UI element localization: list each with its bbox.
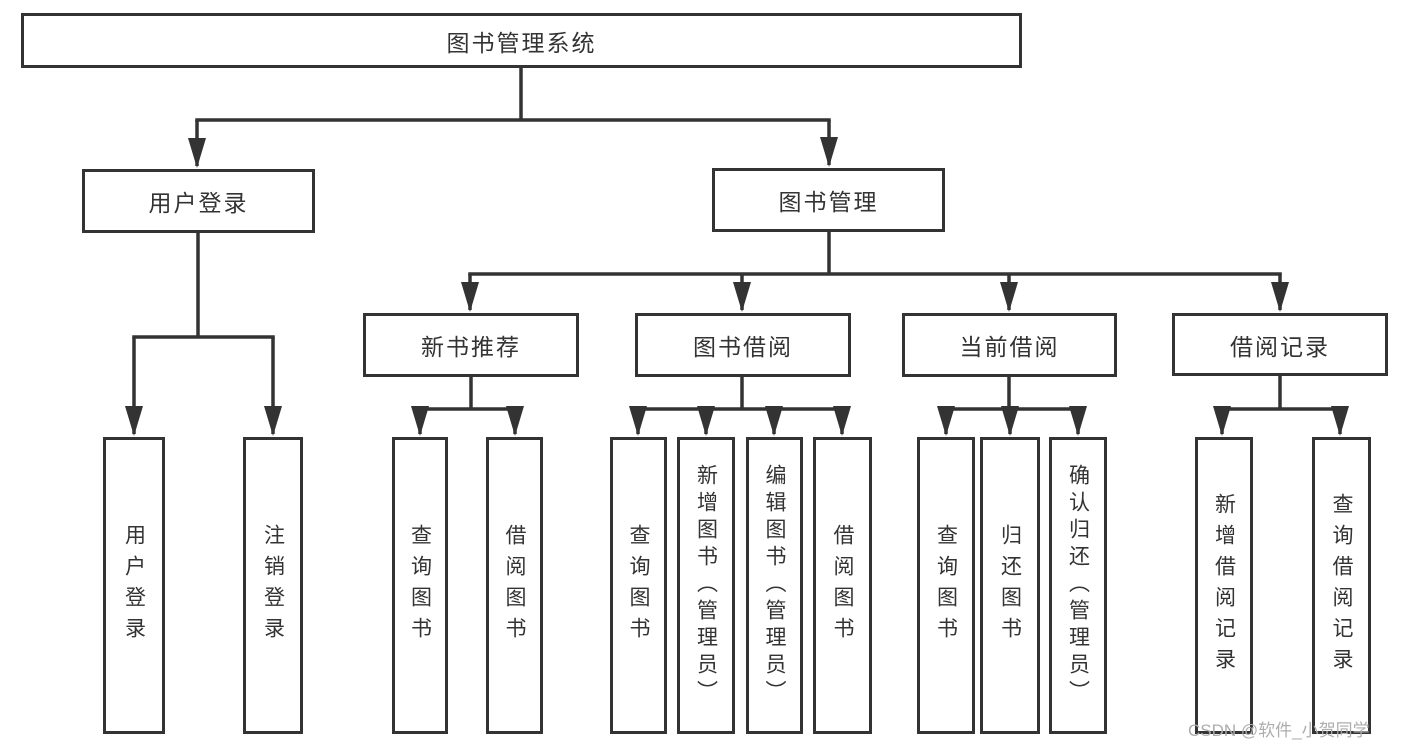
node-current-borrowing: 当前借阅 (902, 313, 1117, 377)
leaf-user-login: 用户登录 (103, 437, 165, 734)
node-new-book-recommend: 新书推荐 (363, 313, 579, 377)
node-system-root: 图书管理系统 (21, 13, 1022, 68)
leaf-current-query-books: 查询图书 (917, 437, 975, 734)
leaf-add-book-admin: 新增图书（管理员） (677, 437, 735, 734)
node-user-login: 用户登录 (82, 169, 315, 233)
node-borrowing-records: 借阅记录 (1172, 313, 1388, 376)
leaf-newbook-query-books: 查询图书 (392, 437, 448, 734)
leaf-add-borrow-record: 新增借阅记录 (1195, 437, 1253, 734)
node-book-management: 图书管理 (712, 168, 945, 232)
leaf-return-books: 归还图书 (980, 437, 1040, 734)
leaf-borrow-books: 借阅图书 (813, 437, 872, 734)
leaf-confirm-return-admin: 确认归还（管理员） (1049, 437, 1107, 734)
leaf-edit-book-admin: 编辑图书（管理员） (746, 437, 803, 734)
node-book-borrowing: 图书借阅 (635, 313, 851, 377)
csdn-watermark: CSDN @软件_小贺同学 (1188, 721, 1370, 740)
leaf-newbook-borrow-books: 借阅图书 (486, 437, 543, 734)
leaf-borrow-query-books: 查询图书 (610, 437, 667, 734)
leaf-query-borrow-record: 查询借阅记录 (1312, 437, 1371, 734)
leaf-logout: 注销登录 (243, 437, 303, 734)
